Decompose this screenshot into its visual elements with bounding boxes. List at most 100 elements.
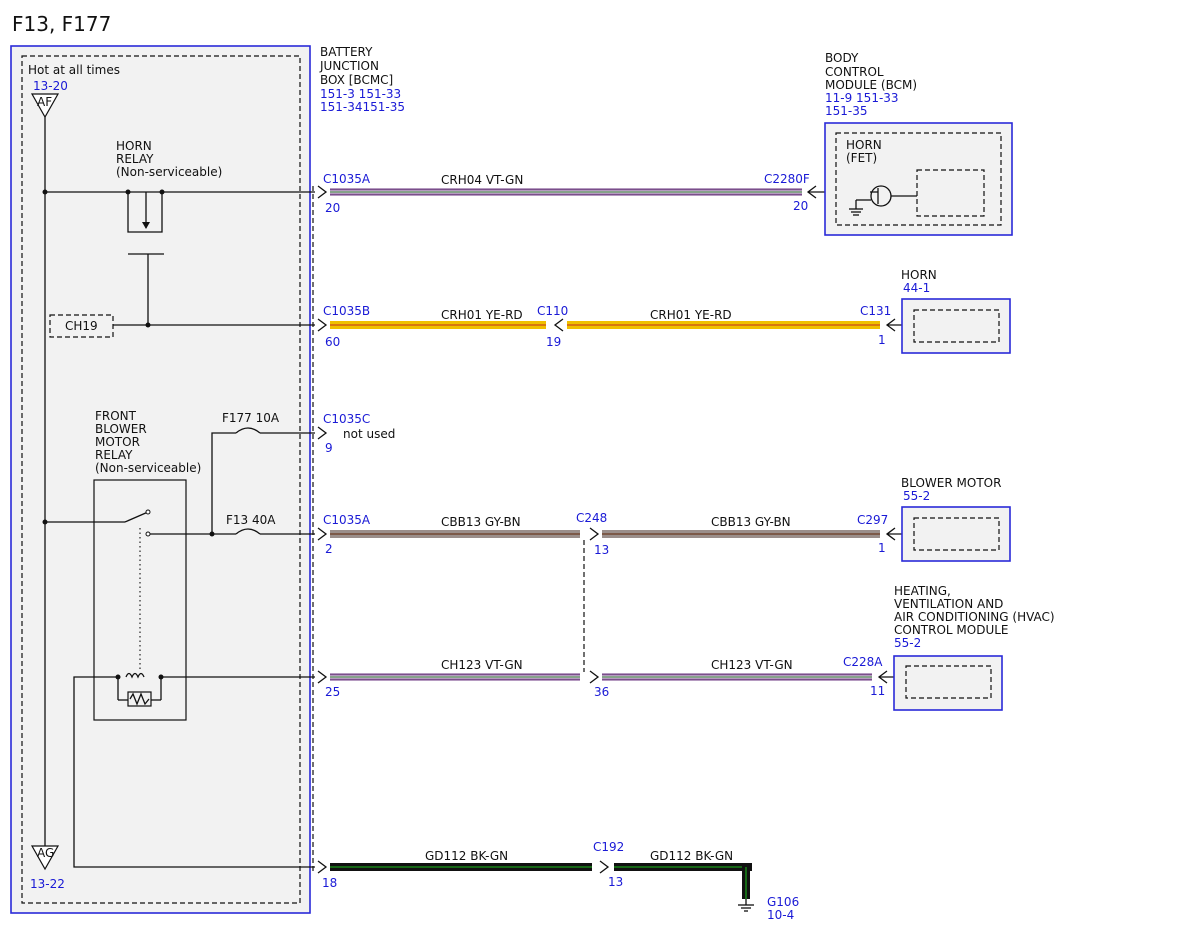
bcm-refs-1[interactable]: 11-9 151-33 xyxy=(825,91,899,105)
pin-20-right[interactable]: 20 xyxy=(793,199,808,213)
wire-label-ch123-left: CH123 VT-GN xyxy=(441,658,523,672)
pin-1-blower[interactable]: 1 xyxy=(878,541,886,555)
bjb-name-2: JUNCTION xyxy=(319,59,379,73)
pin-13-c248[interactable]: 13 xyxy=(594,543,609,557)
fuse-f177-label: F177 10A xyxy=(222,411,280,425)
wire-gd112-bk-gn-right[interactable] xyxy=(614,863,752,899)
horn-box xyxy=(901,298,1011,354)
ch19-box xyxy=(49,314,114,338)
bcm-name-3: MODULE (BCM) xyxy=(825,78,917,92)
pin-1-horn[interactable]: 1 xyxy=(878,333,886,347)
conn-c131[interactable]: C131 xyxy=(860,304,891,318)
conn-c110[interactable]: C110 xyxy=(537,304,568,318)
wire-label-cbb13-left: CBB13 GY-BN xyxy=(441,515,521,529)
conn-c2280f[interactable]: C2280F xyxy=(764,172,810,186)
bcm-inner-1: HORN xyxy=(846,138,882,152)
junction-dot xyxy=(42,189,48,195)
blower-relay-label-1: FRONT xyxy=(95,409,137,423)
ch19-label: CH19 xyxy=(65,319,98,333)
pin-25[interactable]: 25 xyxy=(325,685,340,699)
wire-label-crh01-left: CRH01 YE-RD xyxy=(441,308,523,322)
connector-arrow-icon xyxy=(317,670,328,684)
bcm-name-1: BODY xyxy=(825,51,859,65)
fuse-f13-icon xyxy=(235,528,261,535)
bcm-refs-2[interactable]: 151-35 xyxy=(825,104,868,118)
blower-relay-label-2: BLOWER xyxy=(95,422,147,436)
blower-relay-box xyxy=(93,479,187,721)
conn-c1035a-horn[interactable]: C1035A xyxy=(323,172,371,186)
pin-11[interactable]: 11 xyxy=(870,684,885,698)
f177-feed-line xyxy=(211,432,236,534)
ag-ref[interactable]: 13-22 xyxy=(30,877,65,891)
ground-symbol-icon xyxy=(738,899,754,912)
conn-c228a[interactable]: C228A xyxy=(843,655,883,669)
wire-crh04-vt-gn[interactable] xyxy=(330,188,802,196)
bjb-refs-2[interactable]: 151-34151-35 xyxy=(320,100,405,114)
connector-arrow-icon xyxy=(317,527,328,541)
wire-label-crh04: CRH04 VT-GN xyxy=(441,173,523,187)
ground-g106[interactable]: G106 xyxy=(767,895,799,909)
pin-18[interactable]: 18 xyxy=(322,876,337,890)
hvac-module-box xyxy=(893,655,1003,711)
wire-label-crh01-right: CRH01 YE-RD xyxy=(650,308,732,322)
hvac-name-4: CONTROL MODULE xyxy=(894,623,1009,637)
af-label: AF xyxy=(37,95,52,109)
connector-arrow-icon xyxy=(317,185,328,199)
pin-20-left[interactable]: 20 xyxy=(325,201,340,215)
ag-label: AG xyxy=(37,846,54,860)
conn-c297[interactable]: C297 xyxy=(857,513,888,527)
pin-19[interactable]: 19 xyxy=(546,335,561,349)
conn-c192[interactable]: C192 xyxy=(593,840,624,854)
wire-cbb13-gy-bn-left[interactable] xyxy=(330,530,580,538)
inline-connector-icon xyxy=(589,670,600,684)
bcm-name-2: CONTROL xyxy=(825,65,884,79)
wire-gd112-bk-gn-left[interactable] xyxy=(330,863,592,871)
coil-ground-line xyxy=(73,676,315,868)
ground-ref[interactable]: 10-4 xyxy=(767,908,794,922)
junction-dot xyxy=(145,322,151,328)
inline-connector-icon xyxy=(599,860,610,874)
hot-at-all-times-label: Hot at all times xyxy=(28,63,120,77)
not-used-label: not used xyxy=(343,427,395,441)
wire-crh01-ye-rd-left[interactable] xyxy=(330,321,546,329)
conn-c248[interactable]: C248 xyxy=(576,511,607,525)
conn-c1035b[interactable]: C1035B xyxy=(323,304,370,318)
wire-label-gd112-left: GD112 BK-GN xyxy=(425,849,508,863)
pin-13-c192[interactable]: 13 xyxy=(608,875,623,889)
wire-ch123-vt-gn-left[interactable] xyxy=(330,673,580,681)
blower-relay-label-3: MOTOR xyxy=(95,435,140,449)
junction-dot xyxy=(42,519,48,525)
page-title: F13, F177 xyxy=(12,12,111,36)
blower-relay-label-4: RELAY xyxy=(95,448,133,462)
conn-c1035c[interactable]: C1035C xyxy=(323,412,370,426)
horn-inner-dashed xyxy=(913,309,1000,343)
connector-arrow-icon xyxy=(317,318,328,332)
pin-60[interactable]: 60 xyxy=(325,335,340,349)
connector-arrow-icon xyxy=(317,860,328,874)
pin-2[interactable]: 2 xyxy=(325,542,333,556)
bcm-inner-2: (FET) xyxy=(846,151,877,165)
pin-9[interactable]: 9 xyxy=(325,441,333,455)
fuse-f177-icon xyxy=(235,427,261,434)
af-triangle-icon xyxy=(30,93,60,119)
hvac-inner-dashed xyxy=(905,665,992,699)
pin-36[interactable]: 36 xyxy=(594,685,609,699)
af-ref[interactable]: 13-20 xyxy=(33,79,68,93)
conn-c1035a-blower[interactable]: C1035A xyxy=(323,513,371,527)
inline-connector-icon xyxy=(553,318,564,332)
ag-triangle-icon xyxy=(30,845,60,871)
horn-ref[interactable]: 44-1 xyxy=(903,281,930,295)
wire-ch123-vt-gn-right[interactable] xyxy=(602,673,872,681)
wire-crh01-ye-rd-right[interactable] xyxy=(567,321,880,329)
hvac-ref[interactable]: 55-2 xyxy=(894,636,921,650)
bjb-refs-1[interactable]: 151-3 151-33 xyxy=(320,87,401,101)
bjb-name-1: BATTERY xyxy=(320,45,373,59)
bjb-name-3: BOX [BCMC] xyxy=(320,73,393,87)
blower-motor-box xyxy=(901,506,1011,562)
blower-ref[interactable]: 55-2 xyxy=(903,489,930,503)
horn-name: HORN xyxy=(901,268,937,282)
wire-cbb13-gy-bn-right[interactable] xyxy=(602,530,880,538)
wire-label-ch123-right: CH123 VT-GN xyxy=(711,658,793,672)
blower-relay-label-5: (Non-serviceable) xyxy=(95,461,201,475)
